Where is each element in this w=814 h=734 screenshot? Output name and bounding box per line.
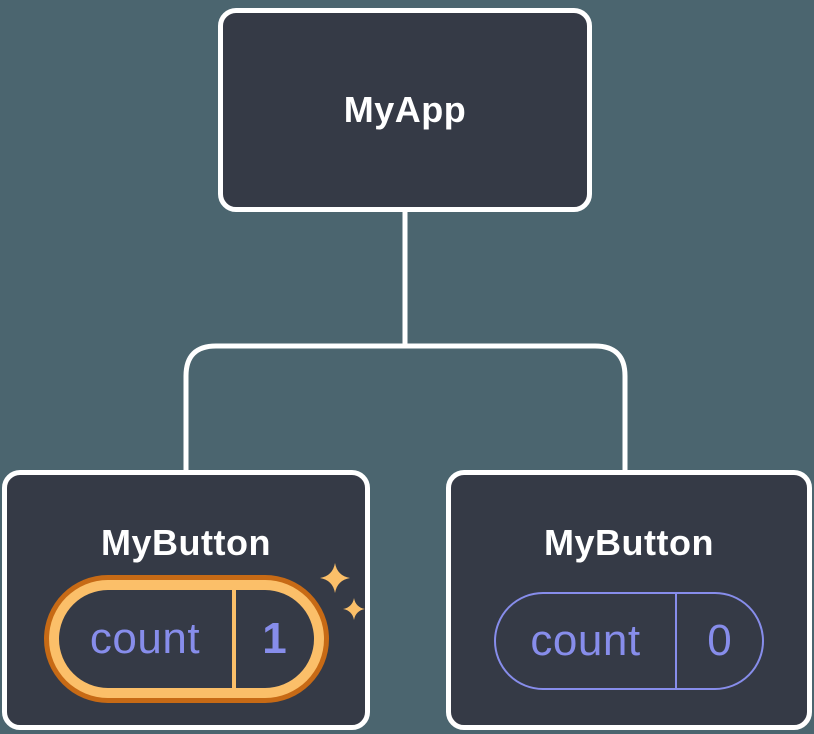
sparkle-icon-large — [320, 563, 350, 593]
node-mybutton-left: MyButton count 1 — [2, 470, 370, 730]
node-mybutton-left-label: MyButton — [101, 522, 271, 563]
node-mybutton-right: MyButton count 0 — [446, 470, 812, 730]
state-pill-highlight-ring: count 1 — [43, 575, 329, 703]
state-value-left: 1 — [262, 614, 287, 663]
state-pill-right: count 0 — [494, 592, 764, 690]
connector-bracket — [183, 343, 628, 475]
state-pill-divider-right — [675, 594, 677, 688]
node-mybutton-right-label: MyButton — [544, 522, 714, 563]
state-name-left: count — [89, 614, 201, 663]
state-pill-highlight-ring-inner: count 1 — [48, 580, 324, 698]
state-pill-left: count 1 — [58, 590, 314, 688]
state-pill-divider-left — [231, 590, 236, 688]
state-name-right: count — [530, 616, 641, 665]
node-myapp: MyApp — [218, 8, 592, 212]
sparkle-icon-small — [343, 598, 365, 620]
node-myapp-label: MyApp — [343, 89, 467, 130]
state-value-right: 0 — [707, 616, 732, 665]
